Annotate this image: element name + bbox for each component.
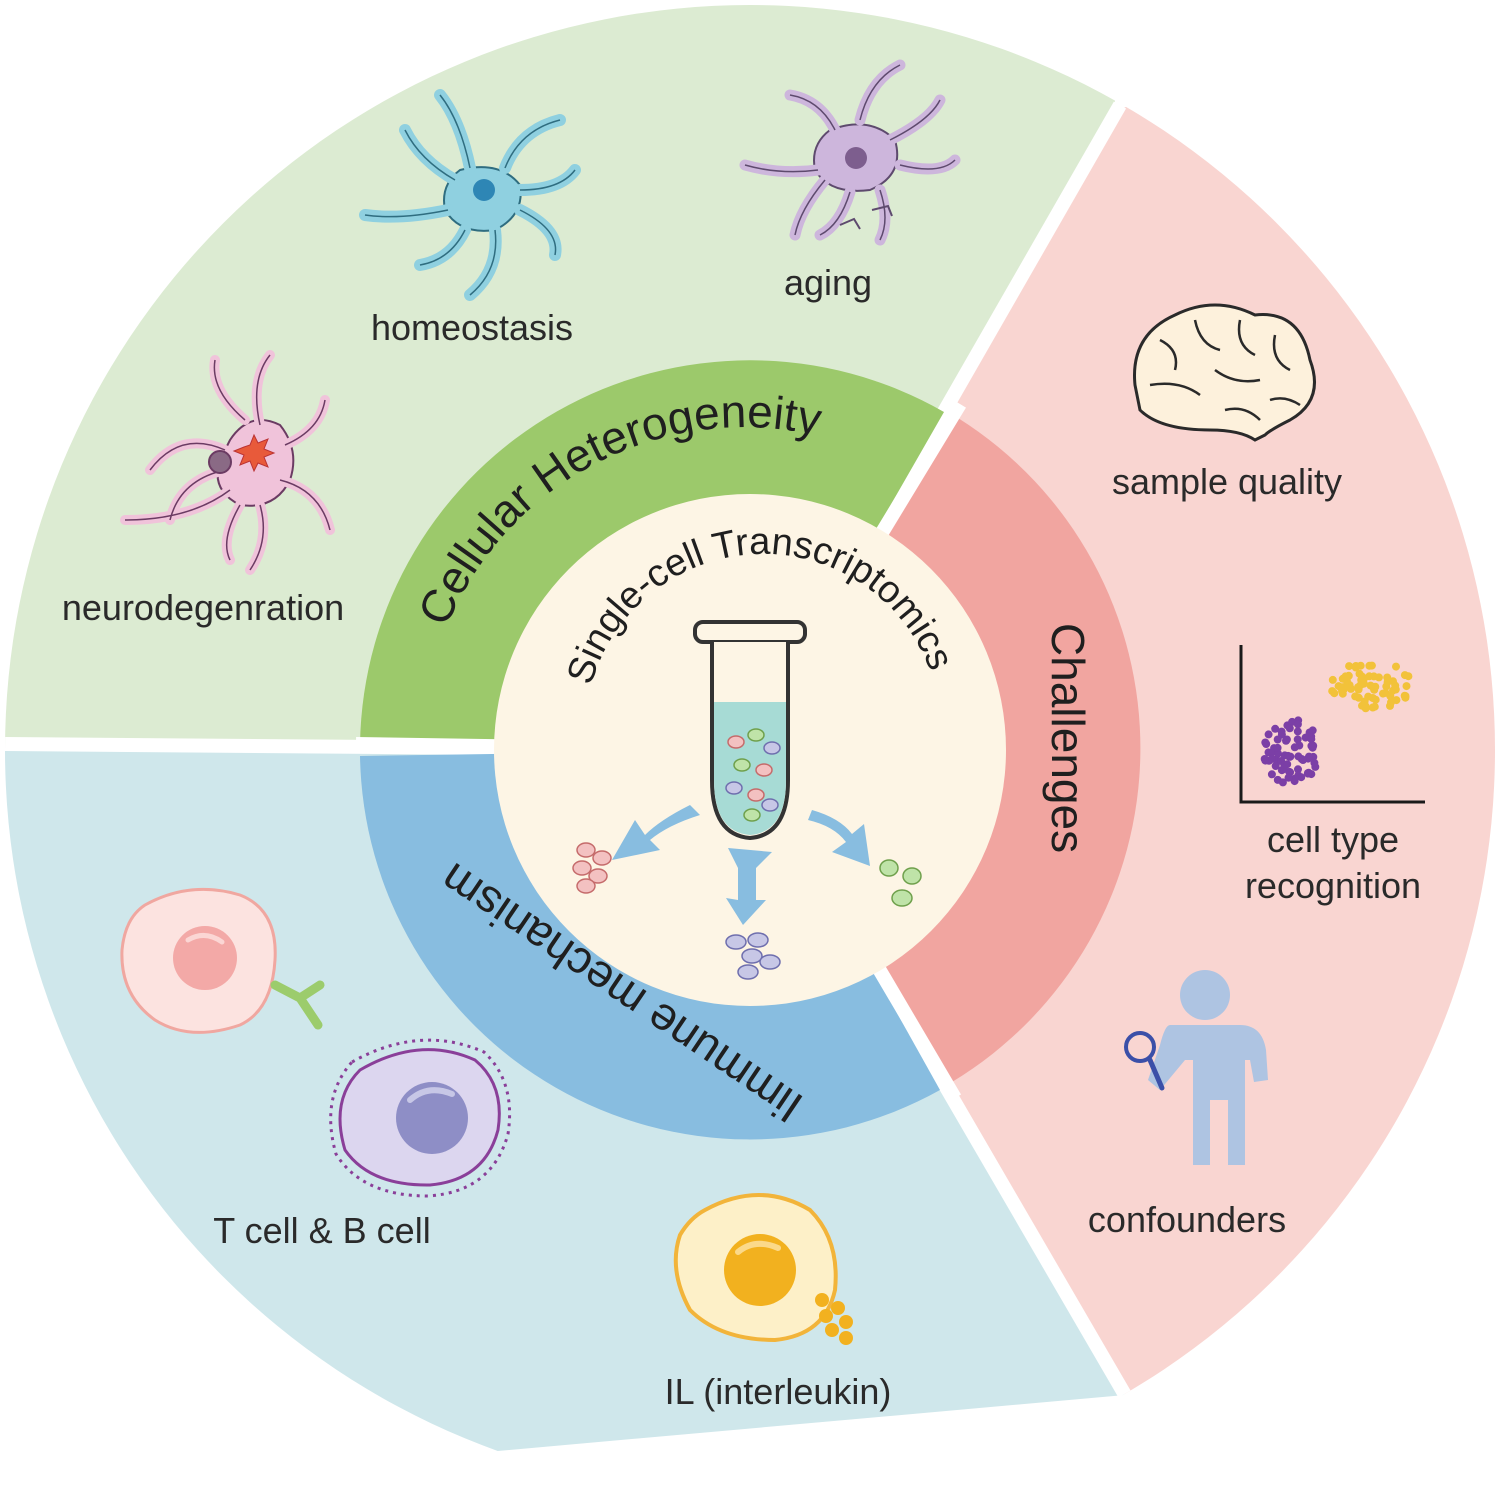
scatter-dot (1267, 770, 1276, 779)
scatter-dot (1402, 682, 1411, 691)
scatter-dot (1368, 694, 1377, 702)
person-icon (1148, 970, 1268, 1165)
neuron-purple-icon (739, 59, 961, 246)
scatter-dot (1382, 682, 1391, 691)
il-cell-icon (673, 1193, 853, 1345)
neuron-blue-icon (359, 89, 581, 301)
scatter-dot (1383, 673, 1392, 682)
scatter-dot (1392, 662, 1400, 671)
scatter-dot (1307, 735, 1316, 744)
scatter-dot (1361, 704, 1370, 713)
scatter-plot-icon (1239, 645, 1425, 804)
purple-cluster (1260, 716, 1320, 787)
scatter-dot (1308, 726, 1317, 735)
label-interleukin: IL (interleukin) (665, 1371, 892, 1412)
scatter-dot (1271, 762, 1280, 770)
scatter-dot (1345, 683, 1354, 692)
scatter-dot (1341, 672, 1350, 681)
scatter-dot (1309, 741, 1318, 750)
scatter-dot (1369, 672, 1378, 681)
scatter-dot (1284, 773, 1293, 782)
tube-icon (693, 620, 807, 841)
arrow-left-icon (612, 805, 700, 860)
scatter-dot (1357, 676, 1366, 684)
scatter-dot (1294, 765, 1302, 774)
scatter-dot (1293, 720, 1302, 729)
scatter-dot (1297, 773, 1306, 782)
scatter-dot (1379, 689, 1387, 698)
scatter-dot (1273, 735, 1282, 744)
pink-cluster-icon (572, 842, 612, 894)
scatter-dot (1365, 661, 1374, 670)
b-cell-icon (329, 1038, 512, 1198)
label-homeostasis: homeostasis (371, 307, 573, 348)
scatter-dot (1274, 749, 1282, 758)
scatter-dot (1354, 693, 1363, 702)
arrow-right-icon (808, 810, 870, 866)
scatter-dot (1279, 765, 1288, 773)
scatter-dot (1278, 778, 1287, 787)
scatter-dot (1400, 671, 1409, 680)
neuron-pink-icon (120, 350, 335, 575)
label-sample-quality: sample quality (1112, 461, 1342, 502)
scatter-dot (1356, 661, 1365, 670)
scatter-dot (1293, 735, 1302, 744)
scatter-dot (1284, 751, 1293, 760)
scatter-dot (1285, 724, 1294, 733)
scatter-dot (1360, 697, 1369, 706)
tube-cells (725, 728, 781, 822)
magnifier-icon (1124, 1031, 1165, 1091)
scatter-dot (1299, 756, 1307, 764)
challenges-label: Challenges (1042, 623, 1094, 853)
label-aging: aging (784, 262, 872, 303)
label-t-b-cell: T cell & B cell (213, 1210, 430, 1251)
green-cluster-icon (879, 859, 922, 907)
label-confounders: confounders (1088, 1199, 1286, 1240)
lavender-cluster-icon (725, 932, 781, 980)
scatter-dot (1293, 727, 1302, 736)
scatter-dot (1303, 769, 1312, 778)
scatter-dot (1305, 752, 1313, 761)
scatter-dot (1290, 774, 1299, 783)
scatter-dot (1264, 730, 1273, 739)
scatter-dot (1260, 755, 1269, 763)
yellow-cluster (1328, 661, 1413, 713)
scatter-dot (1354, 685, 1363, 694)
label-cell-type: cell type (1267, 819, 1399, 860)
scatter-dot (1401, 693, 1410, 702)
arrow-down-icon (726, 848, 772, 925)
scatter-dot (1282, 735, 1291, 744)
scatter-dot (1389, 686, 1397, 695)
scatter-dot (1345, 662, 1354, 671)
scatter-dot (1355, 669, 1364, 678)
scatter-dot (1392, 696, 1401, 705)
scatter-dot (1261, 738, 1270, 747)
scatter-dot (1310, 758, 1319, 767)
label-neurodegeneration: neurodegenration (62, 587, 344, 628)
scatter-dot (1339, 683, 1348, 692)
label-recognition: recognition (1245, 865, 1421, 906)
scatter-dot (1328, 675, 1337, 684)
scatter-dot (1370, 702, 1379, 711)
scatter-dot (1271, 724, 1280, 733)
brain-icon (1133, 303, 1316, 442)
scatter-dot (1290, 743, 1299, 752)
scatter-dot (1328, 687, 1337, 696)
scatter-dot (1366, 681, 1375, 690)
scatter-dot (1273, 743, 1282, 752)
t-cell-icon (120, 887, 325, 1034)
scatter-dot (1268, 754, 1276, 763)
